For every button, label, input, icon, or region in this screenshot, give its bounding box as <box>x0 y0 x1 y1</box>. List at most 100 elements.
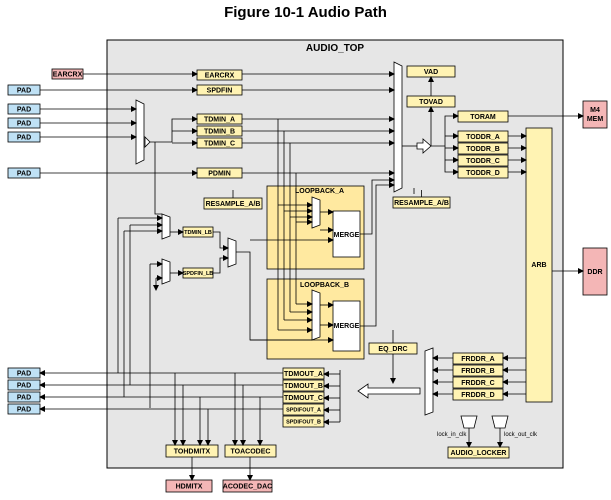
svg-text:RESAMPLE_A/B: RESAMPLE_A/B <box>206 201 261 208</box>
svg-text:PDMIN: PDMIN <box>208 171 231 178</box>
acodec-dac-block: ACODEC_DAC <box>222 479 273 493</box>
svg-text:PAD: PAD <box>17 407 31 414</box>
svg-text:TOACODEC: TOACODEC <box>231 449 271 456</box>
svg-text:AUDIO_LOCKER: AUDIO_LOCKER <box>450 450 506 457</box>
svg-text:ARB: ARB <box>531 262 546 269</box>
loopback-a-label: LOOPBACK_A <box>295 188 344 195</box>
mux-center-tall <box>393 61 403 193</box>
vad-block: VAD <box>406 65 456 78</box>
svg-text:EQ_DRC: EQ_DRC <box>378 346 407 353</box>
arb-block: ARB <box>525 127 553 403</box>
tdmin-lb-block: TDMIN_LB <box>182 226 214 238</box>
audio-locker-block: AUDIO_LOCKER <box>447 446 510 459</box>
svg-text:FRDDR_C: FRDDR_C <box>461 380 494 387</box>
svg-text:PAD: PAD <box>17 395 31 402</box>
frddr-a-block: FRDDR_A <box>452 352 504 365</box>
svg-text:SPDIFOUT_B: SPDIFOUT_B <box>286 420 321 426</box>
lock-out-clk-shape <box>491 415 509 429</box>
svg-text:FRDDR_B: FRDDR_B <box>461 368 494 375</box>
mux-lb-3 <box>227 237 237 268</box>
mux-lb-2 <box>161 258 171 285</box>
toddr-a-block: TODDR_A <box>457 130 509 143</box>
lock-in-clk-label: lock_in_clk <box>437 432 467 438</box>
svg-text:TDMIN_LB: TDMIN_LB <box>184 230 212 236</box>
lock-out-clk-label: lock_out_clk <box>504 432 538 438</box>
svg-text:PAD: PAD <box>17 171 31 178</box>
svg-text:FRDDR_D: FRDDR_D <box>461 392 494 399</box>
svg-text:PAD: PAD <box>17 107 31 114</box>
svg-text:TDMIN_C: TDMIN_C <box>204 141 235 148</box>
big-arrow-to-tdmout <box>357 383 421 399</box>
resample-right-block: RESAMPLE_A/B <box>392 196 451 209</box>
spdfin-block: SPDFIN <box>196 84 243 96</box>
svg-text:TOHDMITX: TOHDMITX <box>174 449 211 456</box>
spdfin-lb-block: SPDFIN_LB <box>182 267 214 279</box>
pad-in-4: PAD <box>7 131 41 143</box>
svg-text:DDR: DDR <box>587 269 602 276</box>
mux-input-main <box>135 99 145 165</box>
svg-text:PAD: PAD <box>17 121 31 128</box>
svg-text:EARCRX: EARCRX <box>205 73 235 80</box>
tdmout-b-block: TDMOUT_B <box>282 379 325 392</box>
svg-text:ACODEC_DAC: ACODEC_DAC <box>223 484 272 491</box>
svg-text:PAD: PAD <box>17 88 31 95</box>
svg-text:PAD: PAD <box>17 383 31 390</box>
merge-a-block: MERGE <box>332 210 361 258</box>
figure-title: Figure 10-1 Audio Path <box>224 4 387 21</box>
svg-text:HDMITX: HDMITX <box>176 484 203 491</box>
eq-drc-block: EQ_DRC <box>368 342 418 355</box>
svg-text:TDMIN_B: TDMIN_B <box>204 129 235 136</box>
svg-text:PAD: PAD <box>17 371 31 378</box>
pad-in-5: PAD <box>7 167 41 179</box>
audio-top-label: AUDIO_TOP <box>306 43 364 54</box>
svg-text:TODDR_A: TODDR_A <box>466 134 500 141</box>
tdmin-c-block: TDMIN_C <box>196 137 243 149</box>
svg-text:SPDFIN_LB: SPDFIN_LB <box>183 271 214 277</box>
earcrx-external-block: EARCRX <box>51 68 84 80</box>
toram-block: TORAM <box>457 110 509 123</box>
frddr-c-block: FRDDR_C <box>452 376 504 389</box>
pad-in-3: PAD <box>7 117 41 129</box>
tdmout-c-block: TDMOUT_C <box>282 391 325 404</box>
pad-out-3: PAD <box>7 391 41 403</box>
pad-in-2: PAD <box>7 103 41 115</box>
svg-text:PAD: PAD <box>17 135 31 142</box>
spdifout-a-block: SPDIFOUT_A <box>282 403 325 416</box>
tdmout-a-block: TDMOUT_A <box>282 367 325 380</box>
svg-text:TODDR_D: TODDR_D <box>466 170 500 177</box>
tdmin-b-block: TDMIN_B <box>196 125 243 137</box>
resample-left-block: RESAMPLE_A/B <box>203 197 263 210</box>
mux-lb-1 <box>161 213 171 240</box>
svg-text:RESAMPLE_A/B: RESAMPLE_A/B <box>394 200 449 207</box>
tohdmitx-block: TOHDMITX <box>165 444 219 458</box>
frddr-d-block: FRDDR_D <box>452 388 504 401</box>
svg-text:M4: M4 <box>590 107 600 114</box>
mux-small-triangle <box>144 136 151 148</box>
m4-mem-block: M4 MEM <box>582 100 608 129</box>
svg-text:MEM: MEM <box>587 116 604 123</box>
spdifout-b-block: SPDIFOUT_B <box>282 415 325 428</box>
svg-text:EARCRX: EARCRX <box>53 72 83 79</box>
tdmin-a-block: TDMIN_A <box>196 113 243 125</box>
mux-output <box>424 347 434 416</box>
earcrx-block: EARCRX <box>196 69 243 81</box>
big-arrow-to-toddr <box>416 138 432 154</box>
pad-out-1: PAD <box>7 367 41 379</box>
svg-text:MERGE: MERGE <box>334 323 360 330</box>
toddr-c-block: TODDR_C <box>457 154 509 167</box>
svg-text:TOVAD: TOVAD <box>419 99 443 106</box>
svg-text:TDMIN_A: TDMIN_A <box>204 117 235 124</box>
svg-text:TDMOUT_A: TDMOUT_A <box>284 371 323 378</box>
toddr-d-block: TODDR_D <box>457 166 509 179</box>
svg-text:SPDIFOUT_A: SPDIFOUT_A <box>286 408 321 414</box>
svg-text:SPDFIN: SPDFIN <box>207 88 233 95</box>
svg-text:MERGE: MERGE <box>334 232 360 239</box>
mux-loopback-a <box>311 196 321 229</box>
frddr-b-block: FRDDR_B <box>452 364 504 377</box>
merge-b-block: MERGE <box>332 300 361 352</box>
svg-text:TORAM: TORAM <box>470 114 496 121</box>
loopback-b-label: LOOPBACK_B <box>300 282 349 289</box>
pad-in-1: PAD <box>7 84 41 96</box>
svg-text:VAD: VAD <box>424 69 438 76</box>
